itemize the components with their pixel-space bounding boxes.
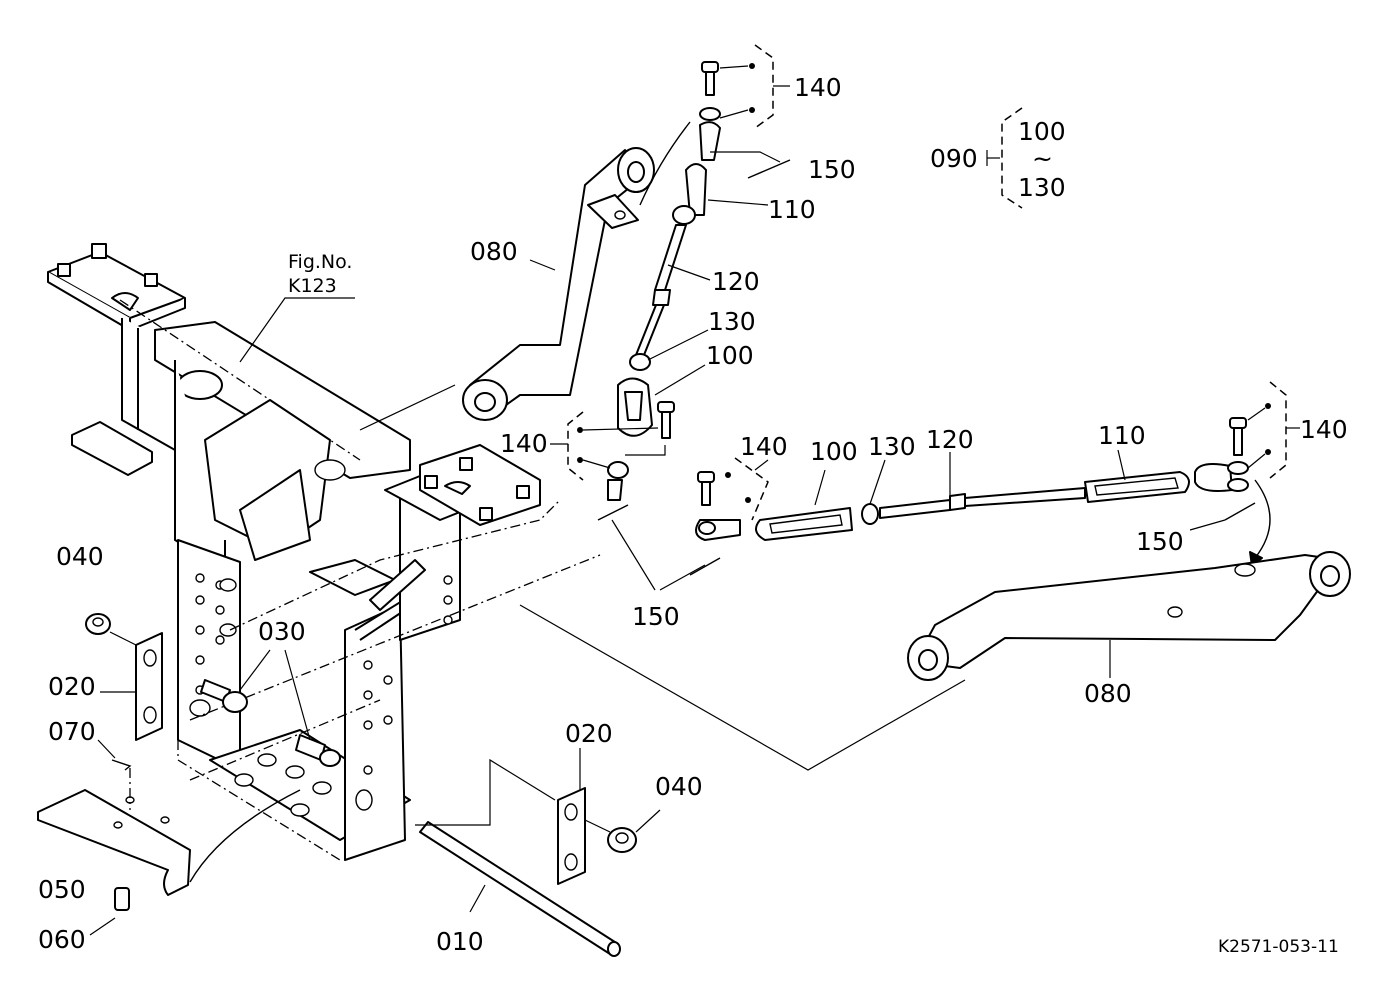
part-080-lower-link-right: 080 — [519, 551, 1351, 771]
label-040-right: 040 — [655, 772, 703, 801]
part-060-pin: 060 — [38, 887, 130, 954]
part-020-plate-right: 020 — [557, 719, 613, 885]
label-140-mid: 140 — [740, 432, 788, 461]
label-150-right: 150 — [1136, 527, 1184, 556]
label-080-right: 080 — [1084, 679, 1132, 708]
label-020-right: 020 — [565, 719, 613, 748]
label-130-mid: 130 — [868, 432, 916, 461]
label-120-mid: 120 — [926, 425, 974, 454]
label-130-top: 130 — [708, 307, 756, 336]
label-080-left: 080 — [470, 237, 518, 266]
group-range-separator: ~ — [1032, 144, 1053, 173]
check-chain-horizontal: 140 100 130 120 110 140 — [695, 381, 1348, 567]
label-100-top: 100 — [706, 341, 754, 370]
label-100-mid: 100 — [810, 437, 858, 466]
label-140-lower-left: 140 — [500, 429, 548, 458]
label-110-top: 110 — [768, 195, 816, 224]
figure-ref-line2: K123 — [288, 275, 337, 297]
figure-reference: Fig.No. K123 — [239, 251, 355, 363]
label-110-mid: 110 — [1098, 421, 1146, 450]
part-010-shaft: 010 — [415, 758, 621, 957]
group-range-top: 100 — [1018, 117, 1066, 146]
label-150-lower: 150 — [632, 602, 680, 631]
label-140-right: 140 — [1300, 415, 1348, 444]
check-chain-vertical: 140 150 110 120 130 100 14 — [500, 44, 856, 631]
label-090: 090 — [930, 144, 978, 173]
label-030: 030 — [258, 617, 306, 646]
label-050: 050 — [38, 875, 86, 904]
part-070-clip: 070 — [48, 717, 132, 810]
label-020-left: 020 — [48, 672, 96, 701]
part-030-bolts: 030 — [200, 617, 341, 767]
label-140-top: 140 — [794, 73, 842, 102]
main-frame-bracket — [47, 243, 601, 861]
group-range-bottom: 130 — [1018, 173, 1066, 202]
label-010: 010 — [436, 927, 484, 956]
group-090-bracket: 090 100 ~ 130 — [930, 107, 1066, 209]
label-070: 070 — [48, 717, 96, 746]
figure-ref-line1: Fig.No. — [288, 251, 352, 273]
part-040-nut-right: 040 — [584, 772, 703, 853]
drawing-code: K2571-053-11 — [1218, 937, 1339, 957]
label-060: 060 — [38, 925, 86, 954]
label-150-top: 150 — [808, 155, 856, 184]
part-050-bracket: 050 — [37, 789, 301, 904]
part-020-plate-left: 020 — [48, 632, 163, 741]
part-040-nut-left: 040 — [56, 542, 137, 646]
label-040-left: 040 — [56, 542, 104, 571]
part-080-lower-link-left: 080 — [359, 121, 691, 431]
label-120-top: 120 — [712, 267, 760, 296]
